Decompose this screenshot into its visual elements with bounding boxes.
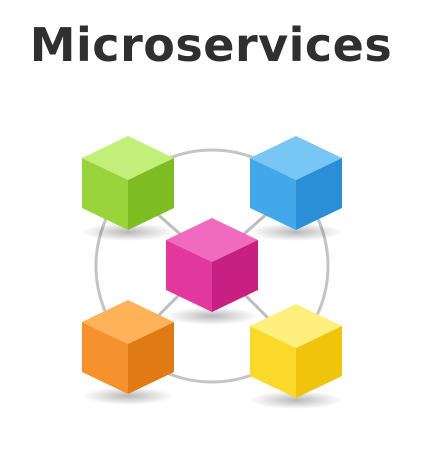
cube-right — [296, 158, 342, 230]
service-cube-magenta — [166, 218, 258, 312]
cube-right — [128, 322, 174, 394]
cube-right — [212, 240, 258, 312]
cube-left — [82, 158, 128, 230]
cube-left — [166, 240, 212, 312]
service-cube-orange — [82, 300, 174, 394]
network-ring — [94, 148, 330, 384]
cube-right — [128, 158, 174, 230]
cube-shadows — [82, 223, 342, 409]
cube-left — [82, 322, 128, 394]
cube-right — [296, 326, 342, 398]
cube-left — [250, 158, 296, 230]
page-title: Microservices — [29, 18, 393, 72]
service-cube-blue — [250, 136, 342, 230]
cube-left — [250, 326, 296, 398]
service-cube-green — [82, 136, 174, 230]
service-cube-yellow — [250, 304, 342, 398]
